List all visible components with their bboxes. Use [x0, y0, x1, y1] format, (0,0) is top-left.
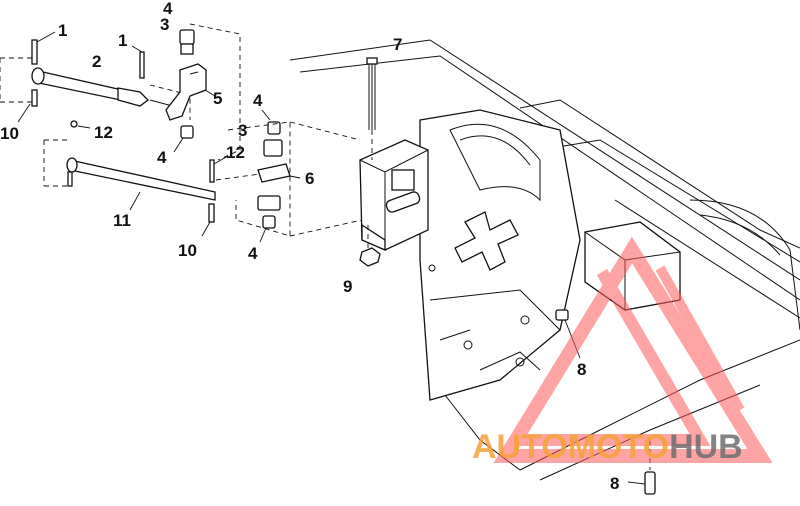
callout-12-lower: 12: [226, 143, 245, 162]
bushing-3-upper: [179, 29, 195, 55]
callout-4-top: 4: [163, 0, 173, 18]
callout-8-upper: 8: [577, 360, 586, 379]
bolt-10-lower: [201, 203, 215, 237]
mount-bracket: [359, 139, 429, 251]
callout-6: 6: [305, 169, 314, 188]
bracket-5: [165, 23, 241, 161]
callout-12-upper: 12: [94, 123, 113, 142]
callout-2: 2: [92, 52, 101, 71]
nut-9: [359, 225, 381, 267]
bolt-7: [366, 57, 378, 160]
svg-text:AUTOMOTOHUB: AUTOMOTOHUB: [472, 428, 743, 466]
callout-5: 5: [213, 89, 222, 108]
upper-rod-2: [0, 57, 191, 120]
pin-12-upper: [70, 120, 91, 129]
callout-4-left: 4: [157, 148, 167, 167]
watermark-text-primary: AUTOMOTO: [472, 428, 669, 466]
callout-9: 9: [343, 277, 352, 296]
callout-labels: 1 1 2 3 3 4 4 4 4 5 6 7 8 8 9 10 10 11 1…: [0, 0, 619, 493]
watermark-logo-icon: [493, 236, 773, 463]
bushing-4-lower-left: [173, 125, 194, 153]
lower-rod-11: [43, 139, 216, 211]
callout-11: 11: [113, 211, 131, 230]
bolt-10-upper: [17, 89, 38, 123]
bracket-6: [215, 109, 363, 243]
pin-1-left: [31, 31, 56, 65]
pin-12-lower: [209, 155, 229, 183]
callout-1-right: 1: [118, 31, 127, 50]
callout-3-mid: 3: [238, 121, 247, 140]
watermark: AUTOMOTOHUB: [472, 236, 773, 466]
pin-1-right: [131, 45, 145, 79]
callout-8-lower: 8: [610, 474, 619, 493]
callout-10-lower: 10: [178, 241, 197, 260]
callout-3-top: 3: [160, 15, 169, 34]
callout-10-upper: 10: [0, 124, 19, 143]
callout-4-bottom: 4: [248, 244, 258, 263]
callout-7: 7: [393, 35, 402, 54]
callout-1-left: 1: [58, 21, 67, 40]
callout-4-mid: 4: [253, 91, 263, 110]
watermark-text-secondary: HUB: [669, 428, 743, 466]
